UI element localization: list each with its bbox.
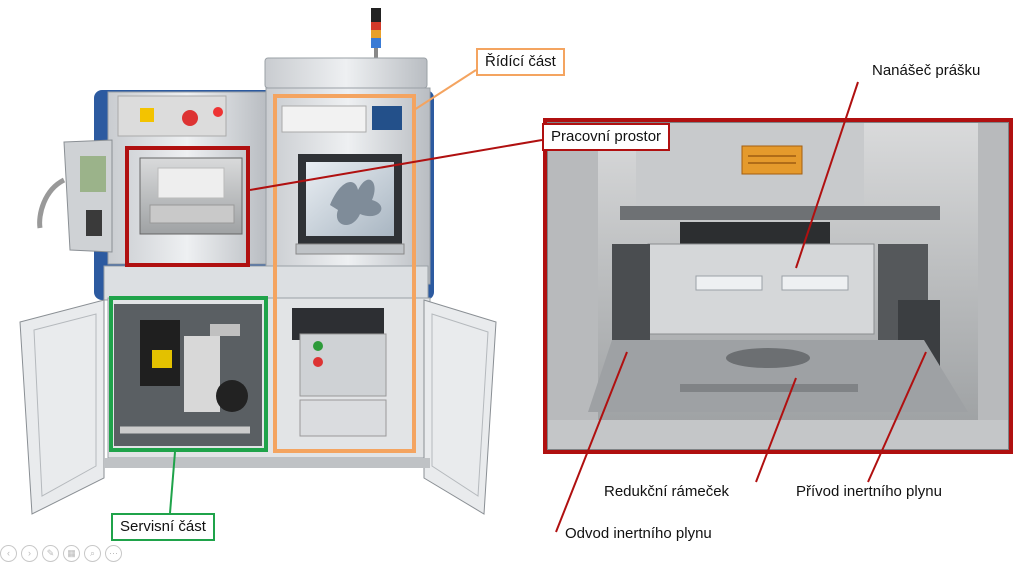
arrow-left-icon[interactable]: ‹ xyxy=(0,545,17,562)
service-part-label: Servisní část xyxy=(111,513,215,541)
leader-line-inert-gas-inlet xyxy=(867,351,927,483)
leader-line-work-space xyxy=(249,139,543,191)
leader-line-powder-coater xyxy=(795,81,859,269)
chamber-detail-photo xyxy=(545,120,1011,452)
chamber-detail-highlight xyxy=(543,118,1013,454)
leader-line-control-part xyxy=(413,69,477,111)
work-space-highlight xyxy=(125,146,250,267)
reduction-frame-label: Redukční rámeček xyxy=(604,483,730,500)
inert-gas-outlet-label: Odvod inertního plynu xyxy=(565,525,712,542)
work-space-label: Pracovní prostor xyxy=(542,123,671,151)
control-part-highlight xyxy=(273,94,416,453)
powder-coater-label: Nanášeč prášku xyxy=(872,62,981,79)
service-part-highlight xyxy=(109,296,268,452)
arrow-right-icon[interactable]: › xyxy=(21,545,38,562)
presentation-toolbar: ‹ › ✎ ▦ ⌕ ⋯ xyxy=(0,545,122,562)
pen-icon[interactable]: ✎ xyxy=(42,545,59,562)
search-icon[interactable]: ⌕ xyxy=(84,545,101,562)
machine-illustration xyxy=(19,8,497,515)
inert-gas-inlet-label: Přívod inertního plynu xyxy=(796,483,942,500)
leader-line-service-part xyxy=(169,451,176,514)
menu-icon[interactable]: ⋯ xyxy=(105,545,122,562)
control-part-label: Řídící část xyxy=(476,48,565,76)
leader-line-inert-gas-outlet xyxy=(555,351,628,533)
grid-icon[interactable]: ▦ xyxy=(63,545,80,562)
leader-line-reduction-frame xyxy=(755,377,797,483)
